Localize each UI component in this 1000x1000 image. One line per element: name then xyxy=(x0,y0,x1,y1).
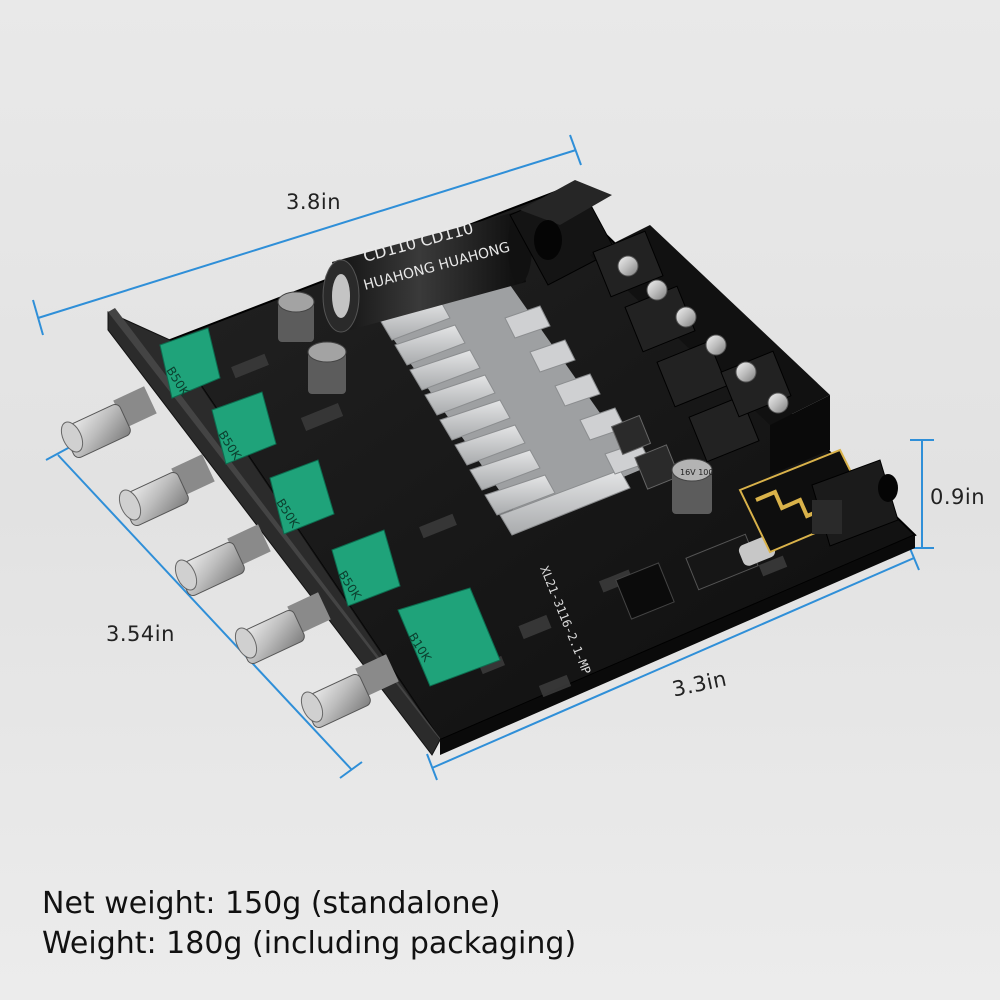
knob-4[interactable] xyxy=(231,592,331,665)
potentiometer-1: B50K xyxy=(159,327,221,399)
potentiometer-2: B50K xyxy=(211,391,277,465)
potentiometers: B50K B50K B50K B50K B10K xyxy=(159,327,501,687)
height-dimension-label: 0.9in xyxy=(930,485,986,509)
regulator-chip xyxy=(615,562,675,620)
small-capacitor-label: 16V 100 xyxy=(680,468,713,477)
control-knobs xyxy=(57,386,399,729)
length-dimension-label: 3.8in xyxy=(286,190,342,214)
inductors xyxy=(610,414,680,490)
length-dimension-line xyxy=(37,149,577,319)
width-dimension-line xyxy=(431,557,915,769)
depth-dimension-label: 3.54in xyxy=(106,622,175,646)
dc-power-jack xyxy=(509,180,616,286)
potentiometer-5: B10K xyxy=(397,587,501,687)
screw-terminal-block xyxy=(590,225,830,475)
large-capacitor: CD110 CD110 HUAHONG HUAHONG xyxy=(322,211,532,333)
small-capacitors: 16V 100 xyxy=(277,291,713,514)
depth-dimension-line xyxy=(57,454,353,771)
front-panel xyxy=(107,308,441,756)
knob-2[interactable] xyxy=(115,454,215,527)
gross-weight-text: Weight: 180g (including packaging) xyxy=(42,926,577,961)
audio-jack xyxy=(811,459,899,547)
heatsink xyxy=(379,285,651,536)
net-weight-text: Net weight: 150g (standalone) xyxy=(42,886,501,921)
knob-3[interactable] xyxy=(171,524,271,597)
knob-1[interactable] xyxy=(57,386,157,459)
knob-5[interactable] xyxy=(297,654,399,729)
